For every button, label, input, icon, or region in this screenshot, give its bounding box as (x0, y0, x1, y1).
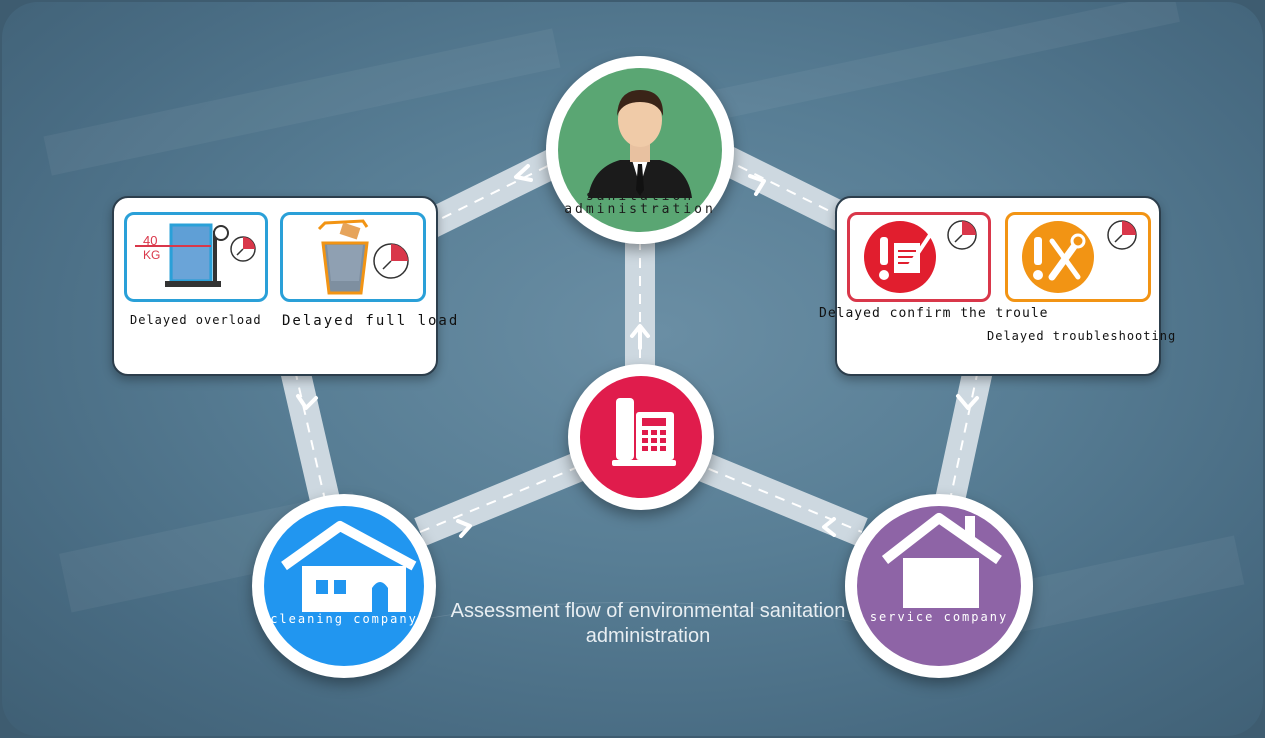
confirm-caption: Delayed confirm the troule (819, 306, 1049, 321)
cleaning-company-label: cleaning company (270, 612, 418, 626)
overload-caption: Delayed overload (130, 313, 262, 327)
full-load-card (280, 212, 426, 302)
arrow-chevron (514, 164, 533, 182)
arrow-chevron (296, 394, 318, 410)
service-company-node: service company (845, 494, 1033, 678)
confirm-card (847, 212, 991, 302)
hotline-node (568, 364, 714, 510)
desk-phone-icon (612, 398, 676, 466)
overflowing-bin-icon (317, 219, 409, 295)
troubleshooting-caption: Delayed troubleshooting (987, 329, 1177, 343)
arrow-chevron (822, 517, 836, 537)
alert-document-icon (864, 220, 977, 293)
service-company-label: service company (869, 610, 1009, 624)
house-chimney-icon (881, 513, 1002, 608)
scale-bin-icon (135, 223, 256, 287)
cleaning-company-node: cleaning company (252, 494, 436, 678)
arrow-chevron (456, 519, 472, 538)
weight-unit: KG (143, 248, 161, 262)
alert-tools-icon (1022, 220, 1137, 293)
administration-label-line1: sanitation (585, 189, 695, 204)
left-delay-box: 40 KG Delayed overload Delayed full load (112, 196, 457, 376)
administration-label-line2: administration (564, 202, 716, 217)
diagram-title: Assessment flow of environmental sanitat… (450, 600, 846, 647)
overload-card: 40 KG (124, 212, 268, 302)
right-delay-box: Delayed confirm the troule Delayed troub… (819, 196, 1175, 376)
weight-value: 40 (143, 233, 158, 248)
sanitation-administration-node: sanitation administration (546, 56, 734, 244)
arrow-chevron (956, 394, 979, 410)
house-icon (281, 521, 417, 612)
arrow-chevron (748, 174, 766, 196)
full-load-caption: Delayed full load (282, 313, 460, 329)
troubleshooting-card (1005, 212, 1151, 302)
businessman-icon (588, 90, 692, 198)
